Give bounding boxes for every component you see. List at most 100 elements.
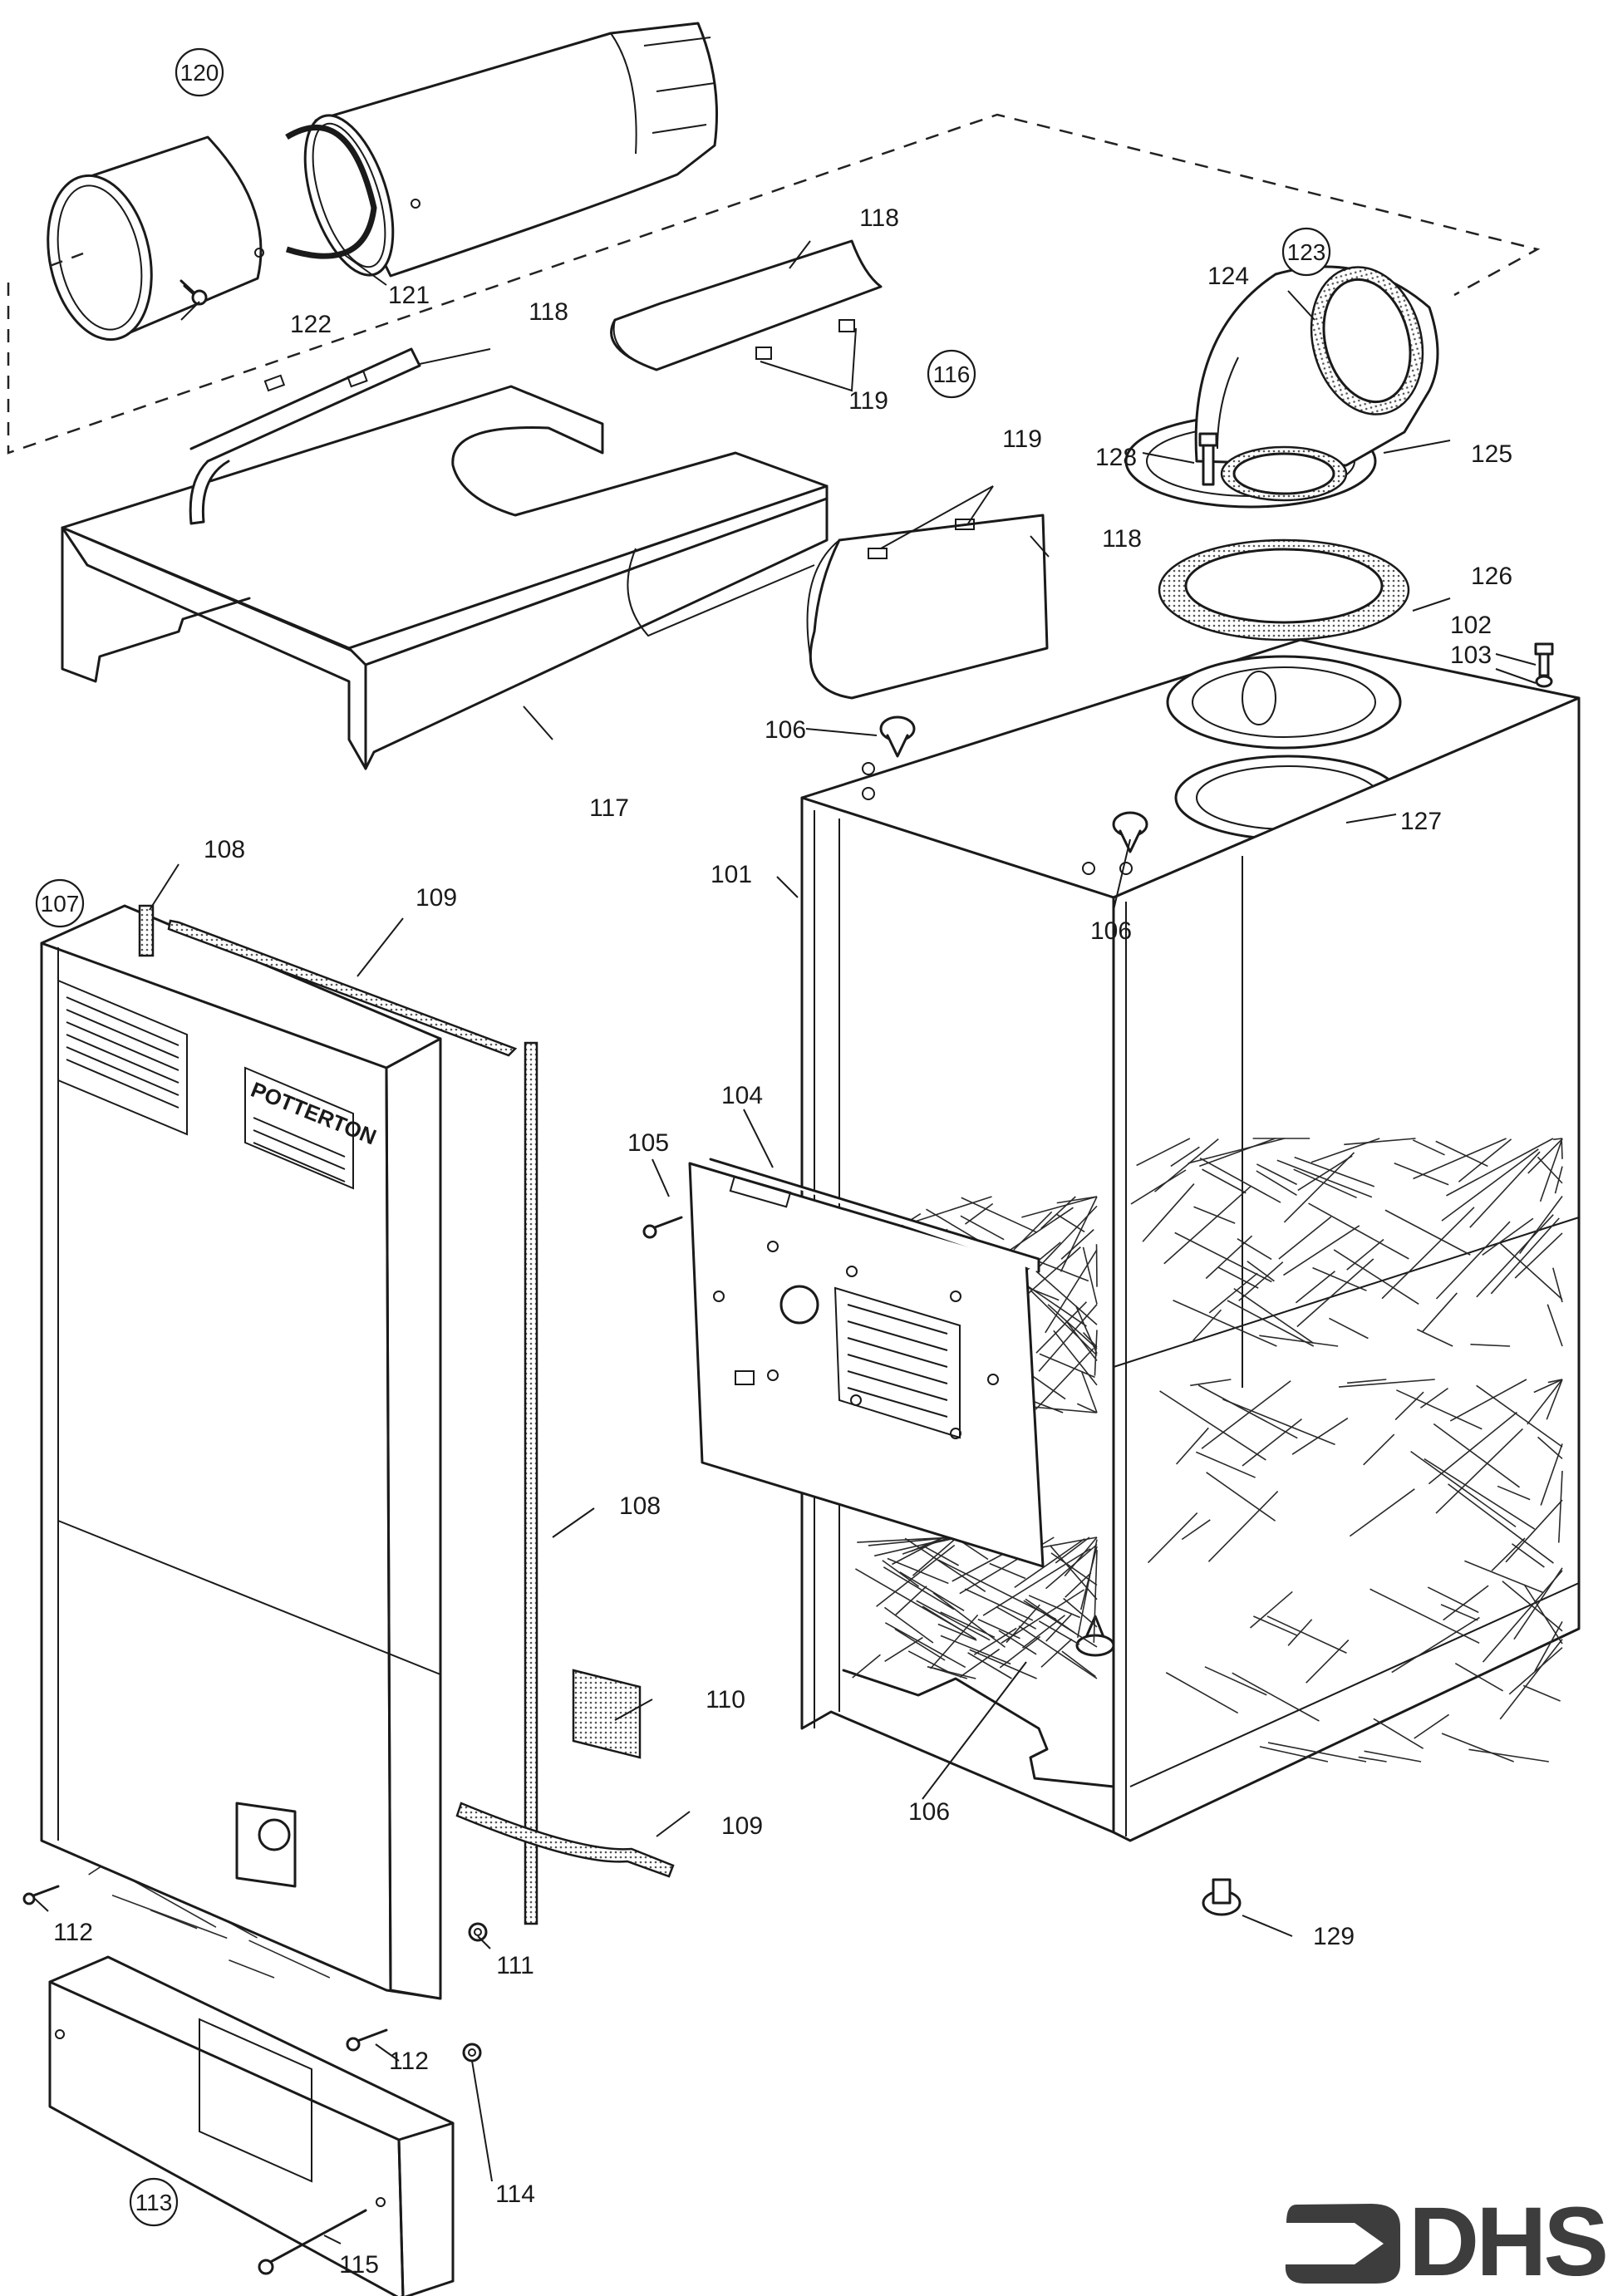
hatch-line — [907, 1650, 951, 1674]
hatch-line — [1283, 1225, 1360, 1276]
part-label-129: 129 — [1313, 1923, 1355, 1950]
front-panel: POTTERTON — [40, 904, 442, 2000]
hatch-line — [1197, 1384, 1298, 1439]
hatch-line — [1045, 1249, 1098, 1334]
hatch-line — [1338, 1379, 1435, 1388]
hatch-line — [1063, 1597, 1098, 1628]
part-label-104: 104 — [721, 1082, 763, 1109]
hatch-line — [1093, 1550, 1098, 1643]
hatch-line — [1021, 1615, 1065, 1649]
hatch-line — [1142, 1183, 1195, 1242]
hatch-line — [1045, 1614, 1072, 1642]
dhs-logo: DHS — [1285, 2187, 1608, 2296]
hatch-line — [1190, 1379, 1232, 1387]
part-label-108: 108 — [619, 1492, 661, 1520]
hatch-line — [1363, 1433, 1395, 1466]
control-mounting-plate — [642, 1158, 1045, 1568]
hatch-line — [1023, 1600, 1098, 1648]
hatch-line — [964, 1588, 1034, 1621]
part-label-119: 119 — [1002, 425, 1042, 453]
hatch-line — [1370, 1588, 1480, 1645]
hatch-line — [1193, 1206, 1236, 1224]
hatch-line — [1030, 1289, 1098, 1356]
hatch-line — [1045, 1544, 1098, 1590]
hatch-line — [1491, 1537, 1526, 1571]
hatch-line — [989, 1562, 1026, 1580]
screw-122-icon — [179, 279, 208, 306]
hatch-line — [1040, 1196, 1076, 1230]
main-casing — [800, 638, 1581, 1916]
hatch-line — [1222, 1399, 1335, 1446]
hatch-line — [248, 1940, 331, 1979]
hatch-line — [1373, 1718, 1424, 1749]
hatch-line — [150, 1909, 198, 1930]
hatch-line — [894, 1628, 946, 1661]
hatch-line — [1413, 1138, 1507, 1180]
hatch-line — [1259, 1335, 1339, 1347]
hatch-line — [1537, 1156, 1563, 1184]
hatch-line — [1227, 1300, 1315, 1347]
hatch-line — [1297, 1155, 1353, 1192]
hatch-line — [1018, 1625, 1098, 1679]
hatch-line — [1469, 1151, 1541, 1228]
hatch-line — [1539, 1138, 1563, 1202]
hatch-line — [1433, 1423, 1521, 1488]
hatch-line — [1256, 1170, 1297, 1197]
hatch-line — [910, 1196, 992, 1224]
hatch-line — [1001, 1589, 1085, 1644]
hatch-line — [1206, 1472, 1276, 1522]
hatch-line — [1060, 1196, 1098, 1272]
part-label-126: 126 — [1471, 563, 1512, 590]
hatch-line — [977, 1618, 1020, 1640]
hatch-line — [1394, 1163, 1449, 1186]
svg-text:107: 107 — [41, 891, 80, 917]
hatch-line — [1217, 1266, 1259, 1289]
arrow-icon — [1285, 2204, 1400, 2284]
hatch-line — [1499, 1639, 1563, 1720]
part-label-109: 109 — [416, 884, 457, 912]
hatch-line — [1165, 1672, 1239, 1714]
hatch-line — [1192, 1309, 1222, 1341]
hatch-line — [1412, 1139, 1445, 1156]
hatch-line — [1201, 1380, 1291, 1449]
hatch-line — [1039, 1205, 1098, 1267]
hatch-line — [1267, 1742, 1367, 1763]
hatch-line — [1552, 1267, 1563, 1303]
hatch-line — [1349, 1488, 1415, 1537]
hatch-line — [884, 1622, 966, 1669]
hatch-line — [1287, 1619, 1313, 1646]
hatch-line — [1094, 1330, 1098, 1376]
hatch-line — [1199, 1138, 1276, 1168]
hatch-line — [874, 1536, 955, 1557]
hatch-line — [1384, 1209, 1471, 1256]
hatch-line — [1082, 1332, 1098, 1348]
part-label-118: 118 — [1102, 525, 1142, 553]
part-label-117: 117 — [589, 794, 629, 822]
seal-strips — [138, 904, 675, 1925]
part-label-118: 118 — [859, 204, 899, 232]
hatch-line — [1207, 1491, 1279, 1562]
hatch-line — [1448, 1483, 1554, 1564]
hatch-line — [1424, 1458, 1536, 1530]
leader-lines — [34, 240, 1537, 2244]
hatch-line — [1040, 1638, 1073, 1668]
hatch-line — [1256, 1163, 1297, 1186]
hatch-line — [1364, 1750, 1422, 1763]
hatch-line — [940, 1611, 996, 1639]
hatch-line — [940, 1635, 1011, 1665]
part-label-115: 115 — [339, 2251, 379, 2279]
flue-elbow-assembly — [1124, 265, 1439, 509]
part-label-109: 109 — [721, 1812, 763, 1840]
hatch-line — [1468, 1748, 1549, 1763]
hatch-line — [1312, 1266, 1367, 1291]
hatch-line — [999, 1635, 1041, 1669]
hatch-line — [1497, 1485, 1531, 1501]
hatch-line — [1053, 1330, 1098, 1386]
hatch-line — [1199, 1157, 1281, 1203]
hatch-line — [1232, 1672, 1320, 1722]
hatch-line — [1021, 1196, 1098, 1218]
hatch-line — [1278, 1216, 1332, 1260]
hatch-line — [1266, 1615, 1347, 1654]
seal-ring — [285, 125, 377, 259]
